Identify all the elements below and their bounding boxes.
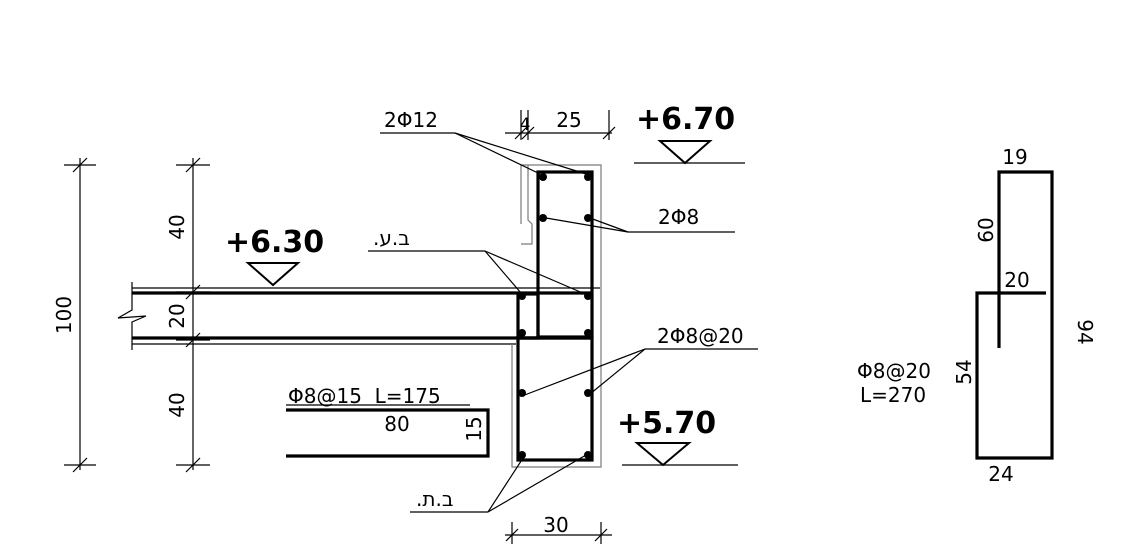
side-bars-label: 2Φ8: [658, 205, 699, 229]
beam-outline: [511, 164, 602, 468]
slab-bar-label: Φ8@15 L=175: [288, 384, 441, 408]
bottom-note-label: .ב.ת: [416, 487, 453, 511]
rebar-dot: [584, 389, 592, 397]
stirrup-right-side-text: 94: [1073, 319, 1097, 344]
rebar-dot: [518, 329, 526, 337]
slab-note-label: .ב.ע: [373, 226, 410, 250]
rebar-dot: [539, 214, 547, 222]
stirrup-spec-line2: L=270: [860, 383, 926, 407]
stirrup-step-text: 20: [1004, 268, 1029, 292]
stirrup-spec-line1: Φ8@20: [857, 359, 931, 383]
dim-total-height-text: 100: [52, 296, 76, 334]
rebar-dot: [584, 214, 592, 222]
rebar-dot: [518, 292, 526, 300]
reinforcement: [516, 170, 594, 462]
dim-beam-width-text: 30: [543, 513, 568, 537]
level-marker-slab: +6.30: [225, 225, 324, 287]
level-top-text: +6.70: [636, 102, 735, 137]
callout-slab-note: .ב.ע: [368, 226, 586, 295]
stirrup-top-text: 19: [1002, 145, 1027, 169]
dimension-total-height: 100: [52, 157, 96, 473]
stirrup-detail: Φ8@20 L=270 19 60 20 54 94 24: [857, 145, 1097, 486]
level-bottom-text: +5.70: [617, 406, 716, 441]
dim-upper-text: 40: [165, 214, 189, 239]
stirrup-upper-side-text: 60: [974, 217, 998, 242]
top-bars-label: 2Φ12: [384, 108, 438, 132]
dimension-beam-width: 30: [505, 513, 612, 544]
slab-bar-hook-text: 15: [462, 416, 486, 441]
slab-bar-detail: Φ8@15 L=175 80 15: [286, 384, 490, 458]
dimension-top: 4 25: [505, 108, 616, 140]
rebar-dot: [539, 173, 547, 181]
callout-side-bars: 2Φ8: [545, 205, 735, 233]
rebar-dot: [584, 451, 592, 459]
dimension-partials: 40 20 40: [165, 157, 210, 473]
slab: [117, 282, 600, 350]
dim-top-width-text: 25: [556, 108, 581, 132]
callout-bottom-note: .ב.ת: [410, 454, 587, 513]
rebar-dot: [584, 292, 592, 300]
rebar-dot: [584, 329, 592, 337]
level-marker-bottom: +5.70: [617, 406, 738, 467]
dim-slab-text: 20: [165, 303, 189, 328]
stirrup-bottom-text: 24: [988, 462, 1013, 486]
dim-gap-text: 4: [520, 115, 531, 135]
dim-lower-text: 40: [165, 392, 189, 417]
stirrups-label: 2Φ8@20: [657, 324, 744, 348]
rebar-dot: [584, 173, 592, 181]
slab-bar-length-text: 80: [384, 412, 409, 436]
callout-top-bars: 2Φ12: [380, 108, 587, 175]
stirrup-lower-side-text: 54: [952, 359, 976, 384]
level-marker-top: +6.70: [634, 102, 745, 165]
callout-stirrups: 2Φ8@20: [521, 324, 758, 397]
level-slab-text: +6.30: [225, 225, 324, 260]
